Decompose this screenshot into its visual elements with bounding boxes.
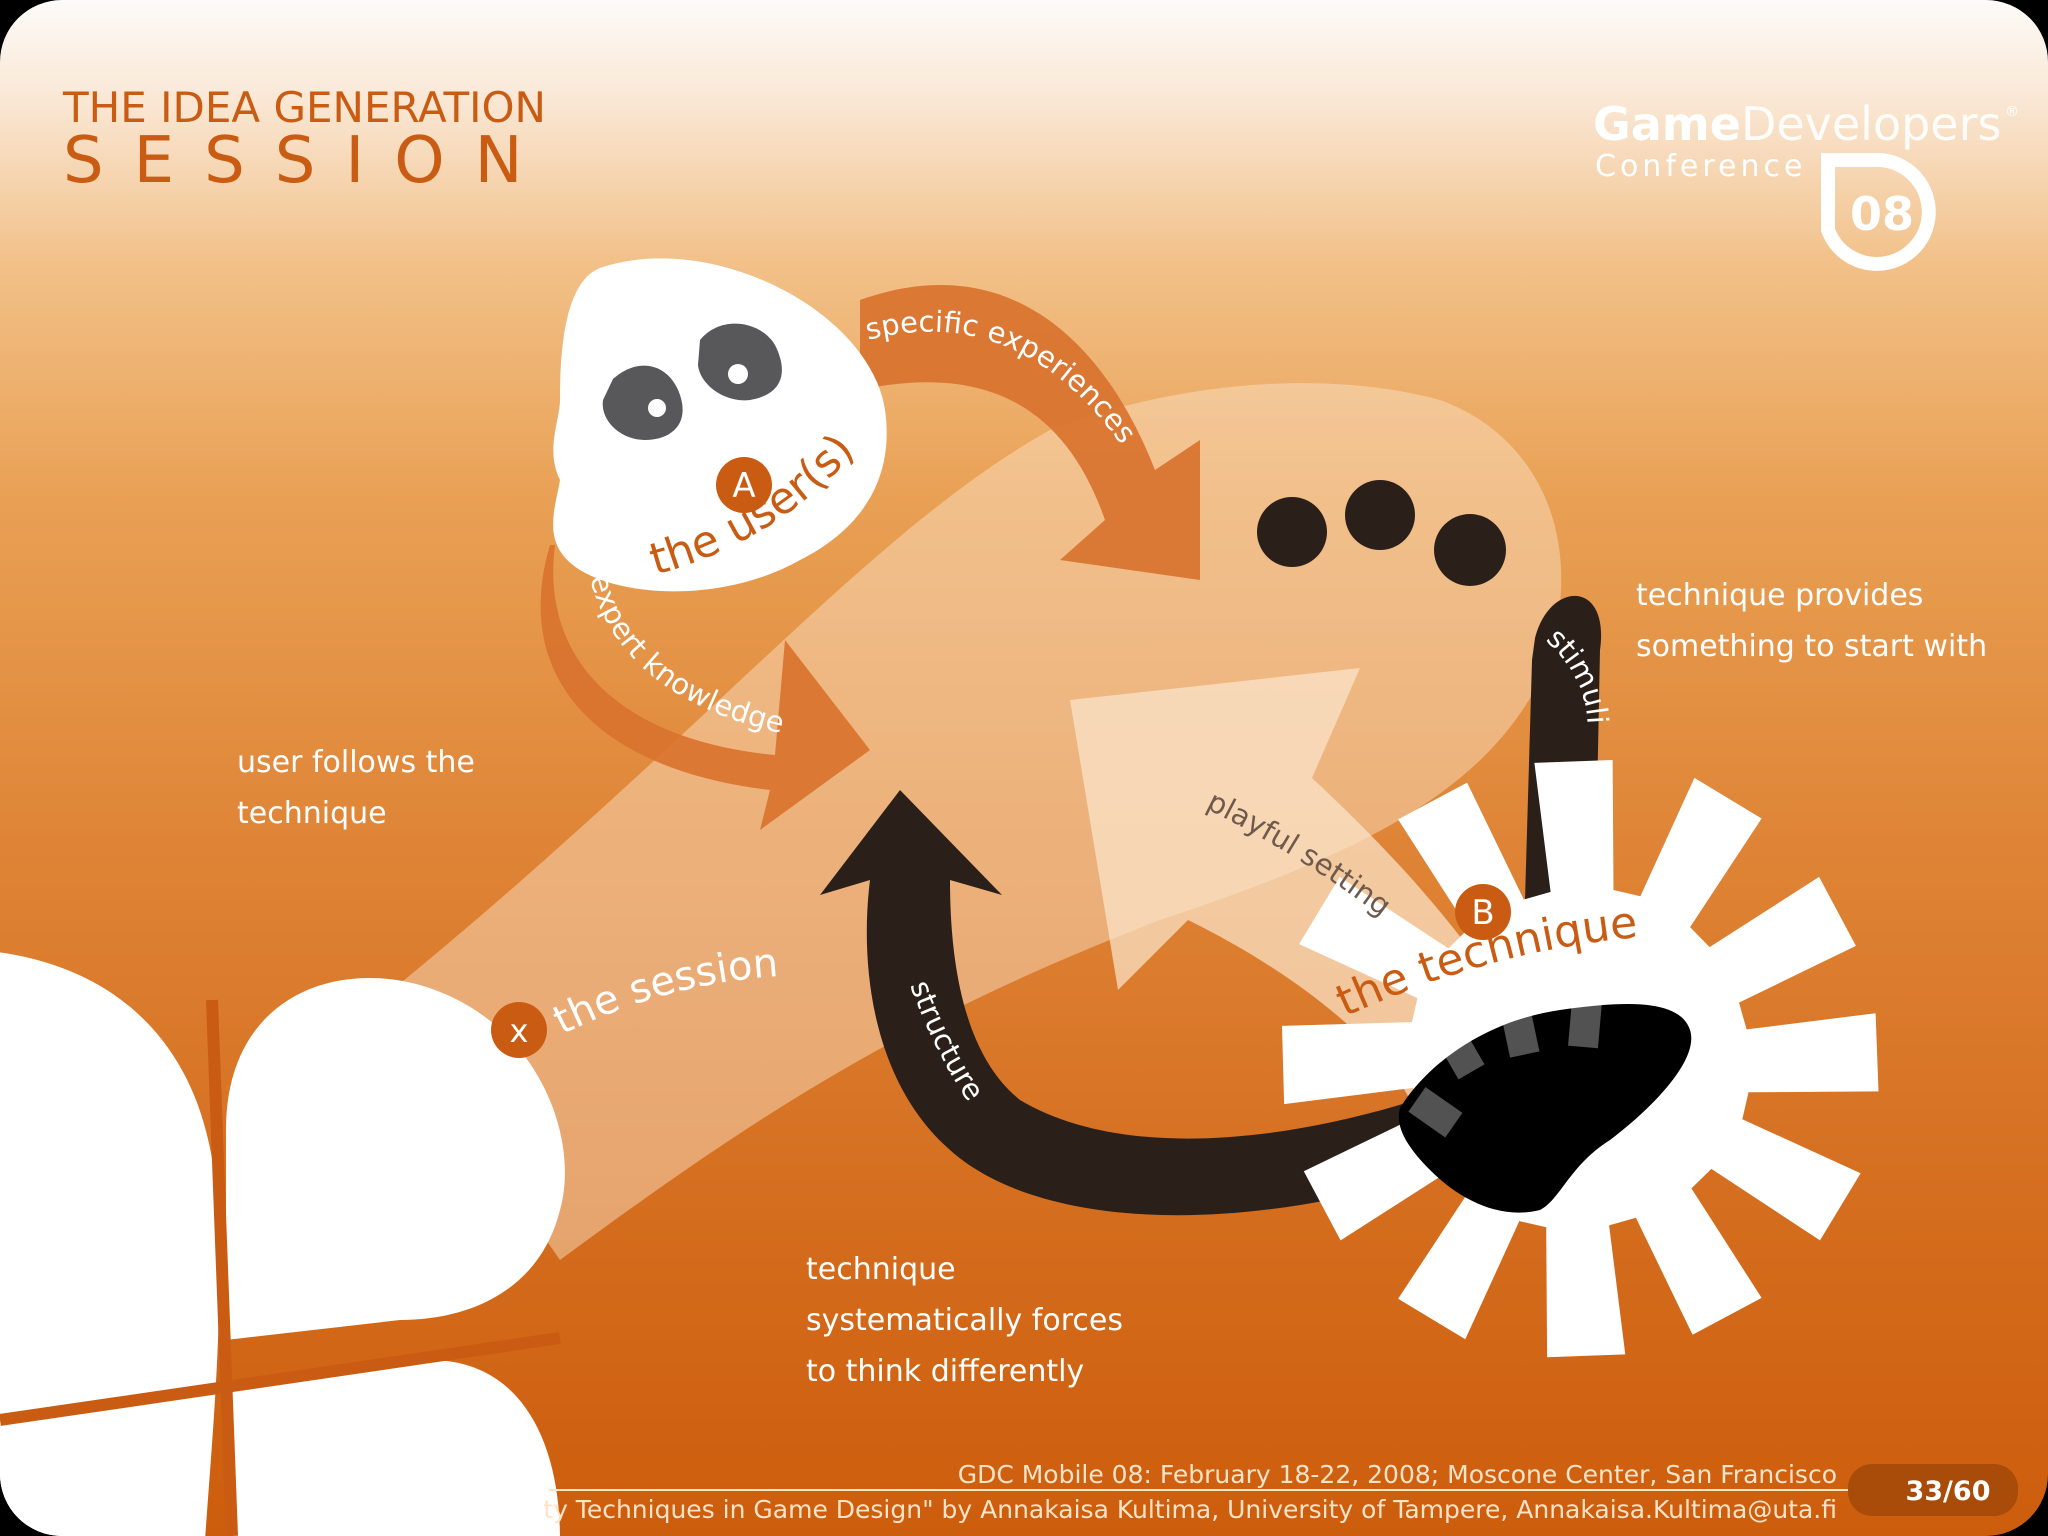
technique-gear bbox=[1282, 760, 1879, 1358]
stimuli-dots bbox=[1257, 480, 1506, 586]
logo-year: 08 bbox=[1850, 187, 1914, 241]
page-counter: 33/60 bbox=[1905, 1476, 1990, 1507]
user-badge: A bbox=[716, 457, 772, 513]
structure-arrow bbox=[820, 790, 1550, 1216]
note-follows-line-1: user follows the bbox=[237, 745, 475, 780]
logo-mark bbox=[1821, 153, 1936, 271]
user-badge-letter: A bbox=[732, 466, 755, 506]
session-clover bbox=[0, 949, 565, 1536]
gdc-logo: GameDevelopers ® Conference 08 bbox=[1593, 97, 2019, 271]
note-provides-line-2: something to start with bbox=[1636, 629, 1987, 664]
expert-knowledge-arrow bbox=[540, 545, 870, 830]
logo-conference: Conference bbox=[1595, 149, 1806, 184]
specific-experiences-arrow bbox=[860, 285, 1200, 580]
session-badge: x bbox=[491, 1002, 547, 1058]
title-line-1: THE IDEA GENERATION bbox=[62, 83, 546, 132]
technique-badge: B bbox=[1455, 884, 1511, 940]
note-user-follows: user follows the technique bbox=[237, 745, 475, 831]
logo-wordmark: GameDevelopers bbox=[1593, 97, 2001, 151]
page-counter-pill bbox=[1848, 1464, 2018, 1516]
title-line-2: SESSION bbox=[63, 124, 552, 198]
note-provides-line-1: technique provides bbox=[1636, 578, 1923, 613]
note-forces-line-3: to think differently bbox=[806, 1354, 1084, 1389]
note-forces-line-2: systematically forces bbox=[806, 1303, 1123, 1338]
user-head bbox=[553, 258, 887, 592]
session-badge-letter: x bbox=[510, 1012, 529, 1050]
note-technique-provides: technique provides something to start wi… bbox=[1636, 578, 1987, 664]
footer-credit: ty Techniques in Game Design" by Annakai… bbox=[543, 1495, 1837, 1524]
note-follows-line-2: technique bbox=[237, 796, 387, 831]
technique-badge-letter: B bbox=[1471, 893, 1494, 933]
footer-event: GDC Mobile 08: February 18-22, 2008; Mos… bbox=[958, 1460, 1837, 1489]
note-technique-forces: technique systematically forces to think… bbox=[806, 1252, 1123, 1389]
playful-setting-arrow bbox=[1070, 668, 1500, 1100]
logo-trademark: ® bbox=[2005, 104, 2019, 120]
session-cloud bbox=[380, 383, 1562, 1260]
note-forces-line-1: technique bbox=[806, 1252, 956, 1287]
